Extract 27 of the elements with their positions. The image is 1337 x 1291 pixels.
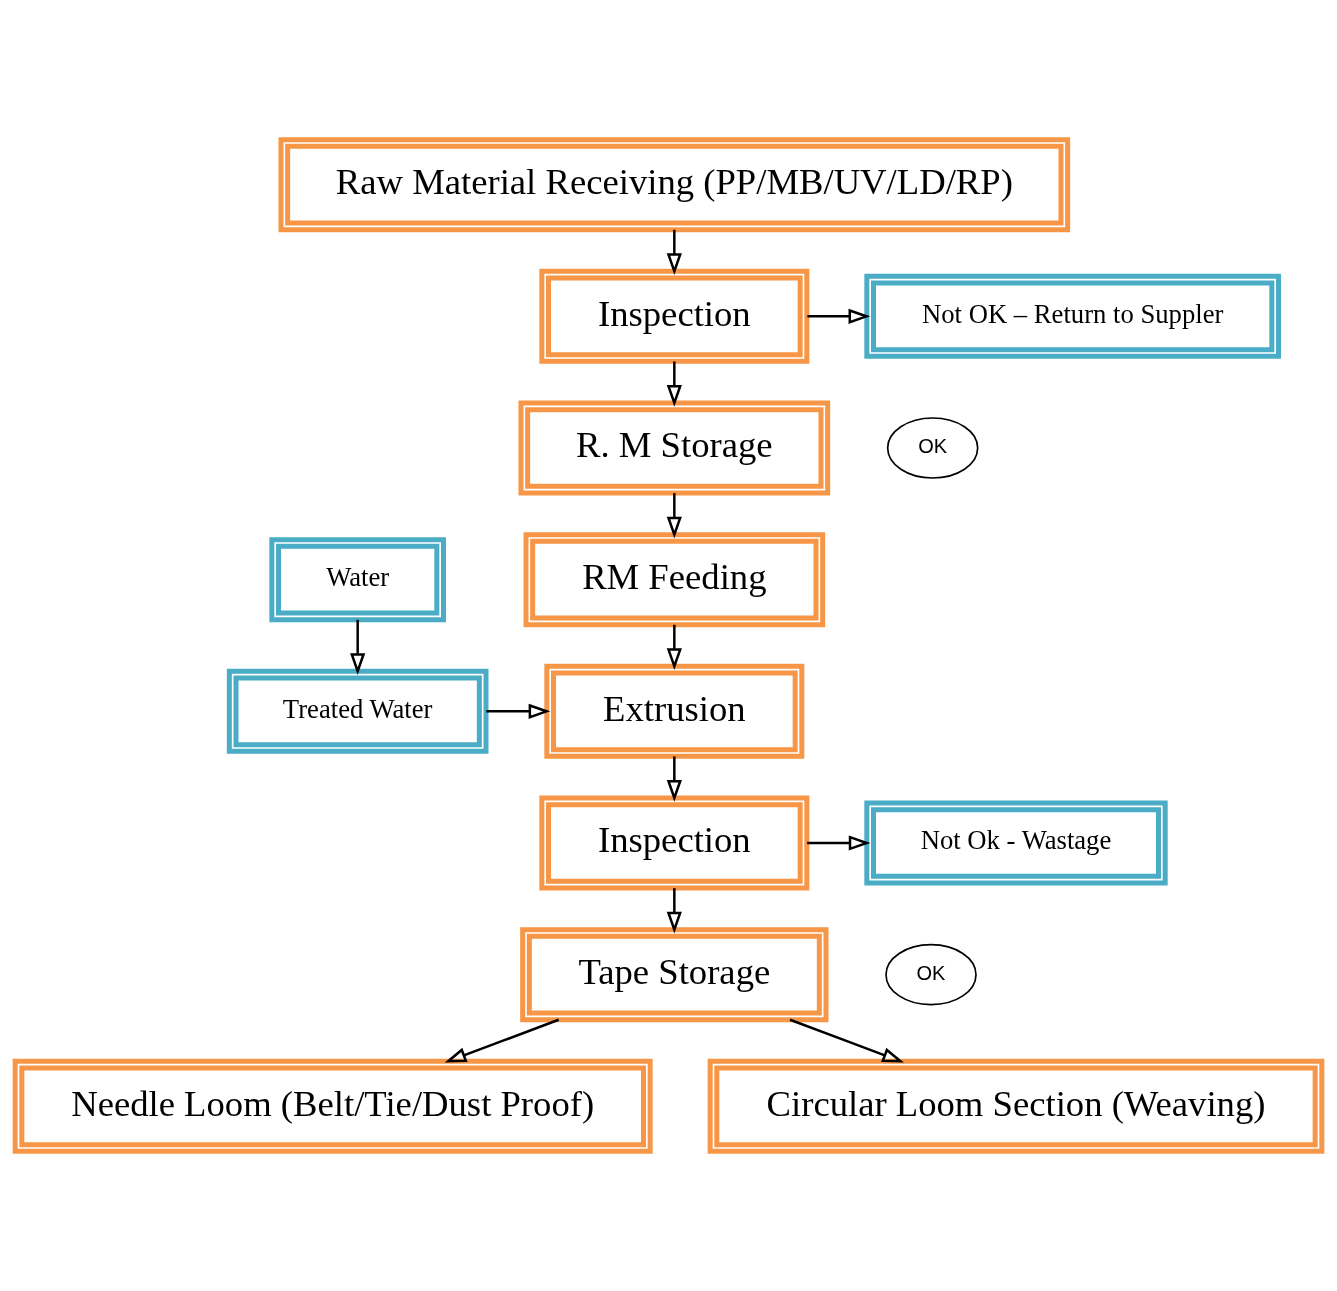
node-box: Needle Loom (Belt/Tie/Dust Proof) xyxy=(12,1058,653,1154)
node-box: Treated Water xyxy=(226,668,489,754)
arrow xyxy=(444,1018,560,1063)
arrow xyxy=(666,888,682,934)
node-box: Inspection xyxy=(539,268,810,364)
arrow xyxy=(807,835,871,851)
arrow xyxy=(666,493,682,539)
node-ellipse: OK xyxy=(886,417,979,479)
arrow xyxy=(789,1018,904,1063)
arrow xyxy=(666,361,682,407)
node-box: RM Feeding xyxy=(523,532,826,628)
node-ellipse: OK xyxy=(885,943,977,1006)
arrow xyxy=(350,619,366,675)
node-box: Not Ok - Wastage xyxy=(864,800,1168,886)
arrow xyxy=(666,229,682,276)
node-box: R. M Storage xyxy=(518,400,831,496)
node-box: Not OK – Return to Suppler xyxy=(864,273,1281,359)
arrow xyxy=(807,308,871,324)
node-box: Inspection xyxy=(539,795,810,891)
node-box: Tape Storage xyxy=(520,927,829,1023)
node-box: Water xyxy=(269,537,446,623)
node-box: Extrusion xyxy=(544,663,805,759)
node-box: Circular Loom Section (Weaving) xyxy=(707,1058,1325,1154)
node-box: Raw Material Receiving (PP/MB/UV/LD/RP) xyxy=(278,137,1071,233)
arrow xyxy=(486,703,551,719)
arrow xyxy=(666,624,682,671)
arrow xyxy=(666,756,682,802)
